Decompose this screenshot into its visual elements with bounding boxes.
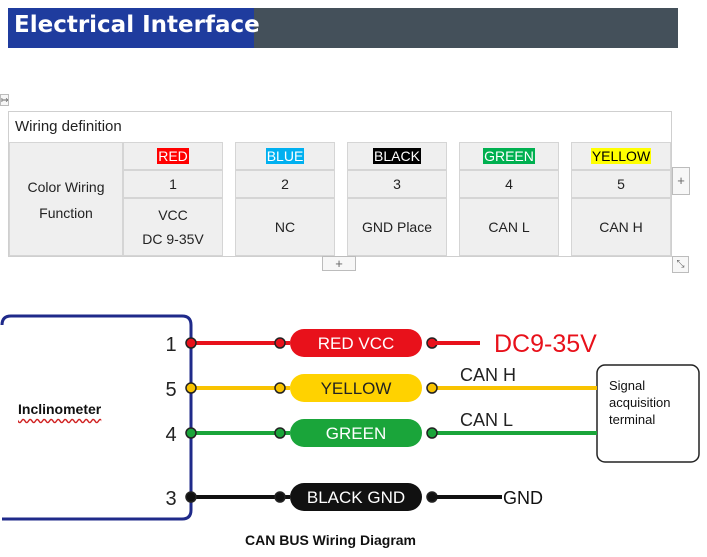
wire-pill-label: YELLOW xyxy=(321,379,392,398)
pin-number: 3 xyxy=(393,176,401,192)
pin-number: 4 xyxy=(505,176,513,192)
terminal-label-line-2: acquisition xyxy=(609,395,671,410)
function-line-1: NC xyxy=(274,219,296,235)
function-line-2: DC 9-35V xyxy=(142,231,204,247)
color-name-label: GREEN xyxy=(483,148,535,164)
function-cell xyxy=(347,198,447,256)
pin-cell xyxy=(459,170,559,198)
table-move-handle[interactable]: ↦ xyxy=(0,94,9,106)
pin-number: 5 xyxy=(617,176,625,192)
pin-cell xyxy=(235,170,335,198)
pin-label: 3 xyxy=(165,488,176,510)
color-name-label: BLACK xyxy=(373,148,421,164)
wire-end-dot xyxy=(185,491,197,503)
wire-end-dot xyxy=(274,491,286,503)
pin-label: 1 xyxy=(165,334,176,356)
wire-end-dot xyxy=(185,337,197,349)
row-label-function: Function xyxy=(39,205,93,221)
row-label-color-wiring: Color Wiring xyxy=(27,179,105,195)
color-name-cell: YELLOW xyxy=(571,148,671,164)
wire-pill-label: GREEN xyxy=(326,424,386,443)
pin-cell xyxy=(571,170,671,198)
row-header-cell xyxy=(9,142,123,256)
gnd-label: GND xyxy=(503,488,543,508)
terminal-label-line-1: Signal xyxy=(609,378,646,393)
wire-pill-label: BLACK GND xyxy=(307,488,405,507)
color-name-label: BLUE xyxy=(265,148,305,164)
wire-pill xyxy=(290,483,422,511)
wire-end-dot xyxy=(185,382,197,394)
pin-number: 1 xyxy=(169,176,177,192)
color-name-cell: BLUE xyxy=(235,148,335,164)
pin-cell xyxy=(347,170,447,198)
pin-number: 2 xyxy=(281,176,289,192)
color-name-cell: RED xyxy=(123,148,223,164)
color-name-cell: GREEN xyxy=(459,148,559,164)
function-line-1: CAN L xyxy=(488,219,530,235)
wire-end-dot xyxy=(426,427,438,439)
pin-cell xyxy=(123,170,223,198)
page-title: Electrical Interface xyxy=(14,12,260,38)
add-column-button[interactable]: + xyxy=(672,167,690,195)
wire-pill-label: RED VCC xyxy=(318,334,395,353)
signal-terminal-box xyxy=(596,364,700,463)
bus-signal-label: CAN L xyxy=(460,410,513,430)
add-row-button[interactable]: + xyxy=(322,256,356,271)
wire-pill xyxy=(290,419,422,447)
function-line-1: GND Place xyxy=(361,219,433,235)
wire-end-dot xyxy=(274,427,286,439)
wire-pill xyxy=(290,374,422,402)
table-resize-handle[interactable]: ⤡ xyxy=(672,256,689,273)
supply-voltage-label: DC9-35V xyxy=(494,330,597,358)
diagram-caption: CAN BUS Wiring Diagram xyxy=(245,532,417,548)
device-label: Inclinometer xyxy=(18,401,102,417)
pin-label: 5 xyxy=(165,379,176,401)
function-cell xyxy=(235,198,335,256)
terminal-label: Signal acquisition terminal xyxy=(609,377,670,428)
header-banner: Electrical Interface xyxy=(8,8,678,48)
function-cell xyxy=(571,198,671,256)
color-name-cell: BLACK xyxy=(347,148,447,164)
table-title: Wiring definition xyxy=(15,118,122,135)
wire-end-dot xyxy=(274,337,286,349)
function-cell xyxy=(123,198,223,256)
header-accent xyxy=(8,8,254,48)
wire-end-dot xyxy=(426,382,438,394)
inclinometer-box xyxy=(0,314,193,521)
terminal-label-line-3: terminal xyxy=(609,412,656,427)
wiring-definition-table: Wiring definition Color Wiring Function … xyxy=(8,111,672,257)
function-line-1: VCC xyxy=(158,207,188,223)
color-name-label: RED xyxy=(157,148,189,164)
wire-pill xyxy=(290,329,422,357)
bus-signal-label: CAN H xyxy=(460,365,516,385)
wire-end-dot xyxy=(274,382,286,394)
function-line-1: CAN H xyxy=(599,219,643,235)
function-cell xyxy=(459,198,559,256)
color-name-label: YELLOW xyxy=(590,148,652,164)
wire-end-dot xyxy=(185,427,197,439)
pin-label: 4 xyxy=(165,424,176,446)
